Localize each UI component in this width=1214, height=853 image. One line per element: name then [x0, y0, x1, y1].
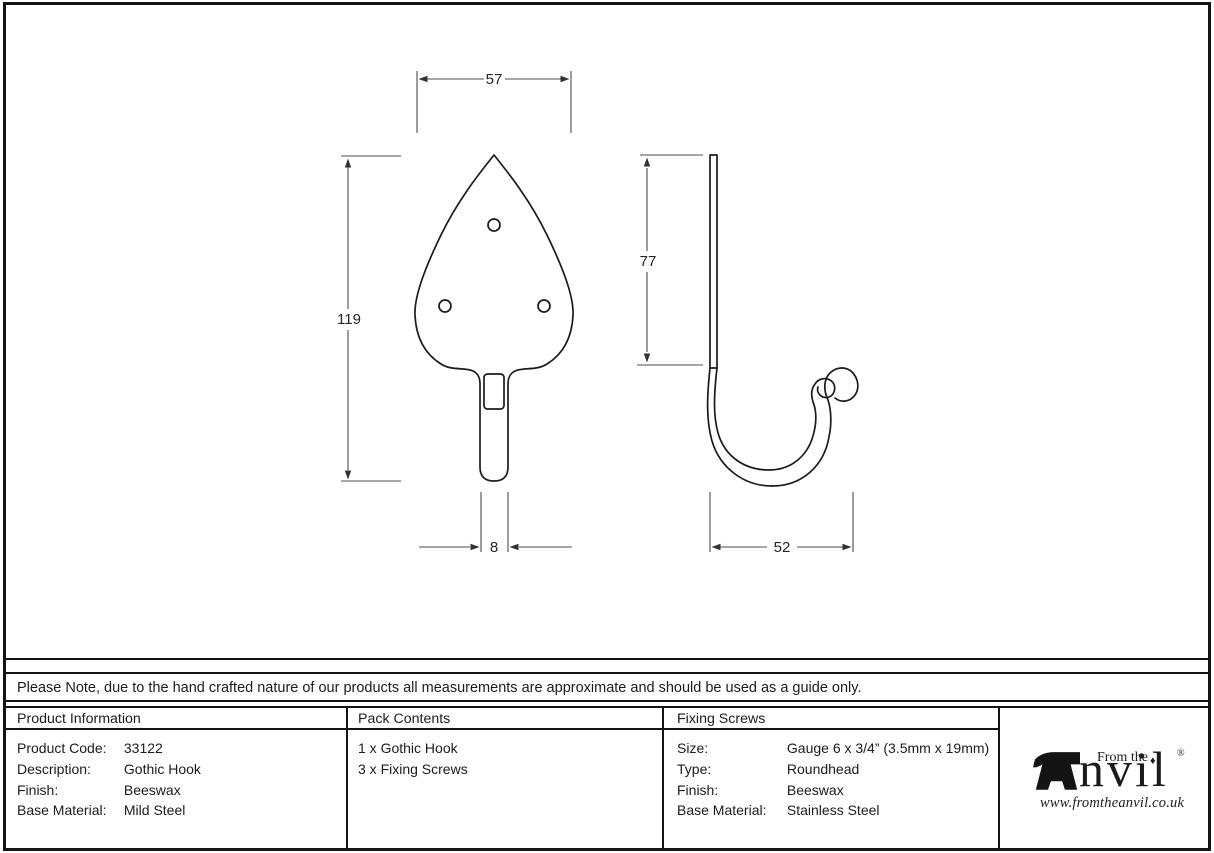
dim-label-119: 119: [337, 311, 361, 328]
hook-outer-curve: [706, 367, 859, 487]
dim-label-77: 77: [640, 253, 657, 270]
table-row: Finish: Beeswax: [17, 780, 201, 801]
header-pack-contents: Pack Contents: [358, 711, 451, 727]
table-header-rule: [5, 728, 999, 730]
table-divider-1: [346, 708, 348, 849]
list-item: 1 x Gothic Hook: [358, 740, 458, 756]
table-row: Finish: Beeswax: [677, 780, 989, 801]
table-row: Base Material: Mild Steel: [17, 800, 201, 821]
dim-label-8: 8: [490, 539, 498, 556]
dimension-height-119: 119: [337, 155, 401, 482]
dimension-side-height-77: 77: [637, 154, 703, 366]
field-value: Gothic Hook: [123, 760, 201, 777]
leaf-plate-outline: [414, 154, 574, 482]
field-value: Beeswax: [786, 781, 844, 798]
table-row: Base Material: Stainless Steel: [677, 800, 989, 821]
field-value: Stainless Steel: [786, 802, 880, 819]
pack-contents-cell: 1 x Gothic Hook 3 x Fixing Screws: [358, 738, 468, 780]
table-row: Type: Roundhead: [677, 759, 989, 780]
diamond-icon: ♦: [1150, 755, 1156, 767]
field-value: Mild Steel: [123, 802, 186, 819]
side-plate: [709, 154, 718, 369]
hook-collar: [483, 373, 505, 410]
header-fixing-screws: Fixing Screws: [677, 711, 766, 727]
table-divider-2: [662, 708, 664, 849]
dimension-width-57: 57: [416, 71, 572, 133]
field-label: Base Material:: [677, 802, 767, 819]
list-item: 3 x Fixing Screws: [358, 760, 468, 777]
front-view-gothic-plate: [414, 154, 574, 482]
brand-website: www.fromtheanvil.co.uk: [1040, 795, 1185, 811]
field-value: Roundhead: [786, 760, 860, 777]
table-row: Size: Gauge 6 x 3/4” (3.5mm x 19mm): [677, 738, 989, 759]
technical-drawing: 57 119 8 77 52: [337, 71, 859, 556]
screw-hole-left: [438, 299, 452, 313]
field-label: Finish:: [677, 781, 719, 798]
brand-prefix: From the: [1097, 750, 1148, 765]
table-divider-3: [998, 708, 1000, 849]
brand-wordmark: nvil: [1079, 741, 1169, 797]
dim-label-57: 57: [486, 71, 503, 88]
field-label: Product Code:: [17, 740, 107, 756]
brand-logo: nvil From the ♦ ® www.fromtheanvil.co.uk: [999, 707, 1206, 848]
header-product-information: Product Information: [17, 711, 141, 727]
dimension-stem-8: 8: [419, 492, 572, 556]
drawing-bottom-rule: [5, 658, 1209, 660]
field-value: Beeswax: [123, 781, 181, 798]
field-label: Description:: [17, 760, 91, 777]
product-information-cell: Product Code: 33122 Description: Gothic …: [17, 738, 201, 821]
note-top-rule: [5, 672, 1209, 674]
hook-inner-curve: [713, 367, 836, 471]
measurement-note: Please Note, due to the hand crafted nat…: [17, 680, 862, 696]
table-row: Product Code: 33122: [17, 738, 201, 759]
screw-hole-right: [537, 299, 551, 313]
field-value: 33122: [123, 740, 163, 756]
field-value: Gauge 6 x 3/4” (3.5mm x 19mm): [786, 740, 990, 756]
field-label: Size:: [677, 740, 709, 756]
registered-trademark-icon: ®: [1177, 748, 1185, 759]
field-label: Base Material:: [17, 802, 107, 819]
dim-label-52: 52: [774, 539, 791, 556]
field-label: Finish:: [17, 781, 59, 798]
fixing-screws-cell: Size: Gauge 6 x 3/4” (3.5mm x 19mm) Type…: [677, 738, 989, 821]
screw-hole-top: [487, 218, 501, 232]
note-bottom-rule: [5, 700, 1209, 702]
table-row: Description: Gothic Hook: [17, 759, 201, 780]
field-label: Type:: [677, 760, 712, 777]
side-view-hook: [706, 154, 859, 487]
table-top-rule: [5, 706, 1209, 708]
anvil-icon: [1033, 752, 1080, 790]
dimension-hook-52: 52: [709, 492, 854, 556]
